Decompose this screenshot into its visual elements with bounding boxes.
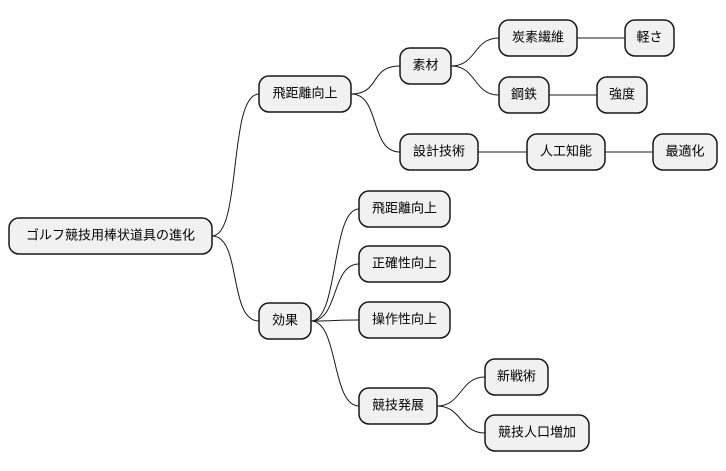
node-strength-label: 強度	[609, 87, 635, 103]
edge-material-carbon	[450, 37, 500, 67]
edge-effect-competition	[310, 320, 360, 407]
edge-root-flight	[211, 93, 260, 237]
node-flight[interactable]: 飛距離向上	[258, 75, 352, 113]
node-optimize-label: 最適化	[665, 144, 704, 160]
edge-competition-population	[436, 405, 486, 434]
node-population[interactable]: 競技人口増加	[484, 414, 590, 452]
node-effect[interactable]: 効果	[258, 302, 312, 340]
edge-effect-accuracy	[310, 263, 360, 322]
node-root-label: ゴルフ競技用棒状道具の進化	[26, 228, 195, 244]
edge-competition-tactics	[436, 376, 486, 407]
node-operability[interactable]: 操作性向上	[358, 301, 451, 339]
node-ai-label: 人工知能	[540, 144, 592, 160]
node-design[interactable]: 設計技術	[399, 133, 479, 171]
node-competition[interactable]: 競技発展	[358, 387, 438, 425]
edge-flight-design	[350, 93, 401, 153]
node-material-label: 素材	[412, 59, 438, 74]
node-optimize[interactable]: 最適化	[652, 133, 718, 171]
node-light[interactable]: 軽さ	[624, 19, 675, 57]
node-design-label: 設計技術	[413, 144, 465, 160]
node-carbon-label: 炭素繊維	[512, 30, 564, 46]
node-ai[interactable]: 人工知能	[526, 133, 606, 171]
node-root[interactable]: ゴルフ競技用棒状道具の進化	[8, 217, 213, 255]
node-steel-label: 鋼鉄	[511, 88, 537, 103]
node-effect-flight[interactable]: 飛距離向上	[358, 190, 451, 228]
node-operability-label: 操作性向上	[372, 312, 437, 328]
edge-root-effect	[211, 235, 260, 322]
node-tactics-label: 新戦術	[497, 369, 536, 385]
node-accuracy[interactable]: 正確性向上	[358, 245, 451, 283]
nodes: ゴルフ競技用棒状道具の進化 飛距離向上 素材 炭素繊維 軽さ 鋼鉄 強度	[8, 19, 718, 452]
edge-effect-operability	[310, 319, 360, 322]
node-strength[interactable]: 強度	[596, 76, 648, 114]
node-material[interactable]: 素材	[399, 47, 452, 85]
node-competition-label: 競技発展	[372, 399, 424, 414]
edge-material-steel	[450, 65, 500, 96]
node-carbon[interactable]: 炭素繊維	[498, 19, 578, 57]
node-population-label: 競技人口増加	[498, 426, 576, 441]
node-effect-label: 効果	[272, 314, 298, 329]
node-accuracy-label: 正確性向上	[372, 256, 437, 272]
node-flight-label: 飛距離向上	[272, 86, 337, 102]
edge-flight-material	[350, 65, 401, 95]
edge-effect-eflight	[310, 208, 360, 322]
node-steel[interactable]: 鋼鉄	[498, 76, 550, 114]
node-light-label: 軽さ	[636, 31, 662, 46]
node-effect-flight-label: 飛距離向上	[372, 201, 437, 217]
edges	[211, 37, 653, 434]
node-tactics[interactable]: 新戦術	[484, 358, 549, 396]
